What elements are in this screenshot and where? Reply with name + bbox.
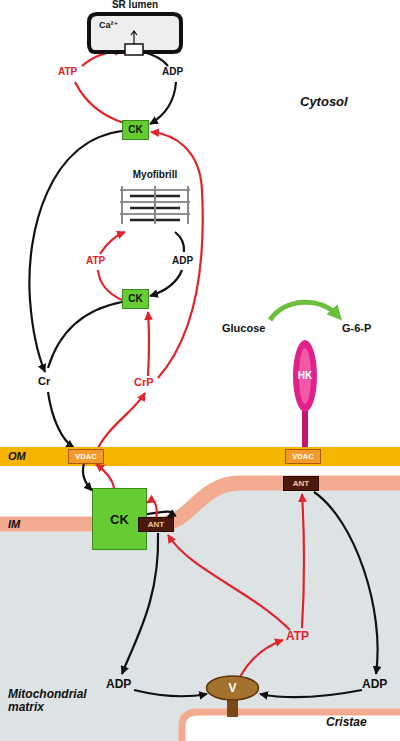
text-label: IM [8,518,20,530]
z-line [121,186,123,224]
node-text: HK [292,371,318,381]
adp-arrow [260,690,362,697]
phosphocreatine-arrow [151,132,203,378]
atp-arrow [75,82,124,123]
text-label: ATP [286,630,309,643]
phosphocreatine-arrow [98,393,145,448]
atp-arrow [240,640,283,677]
creatine-arrow [48,302,122,368]
node-text: CK [128,125,142,135]
vdac-channel: VDAC [68,449,104,464]
adp-arrow [143,52,168,66]
node-text: VDAC [75,453,96,461]
text-label: Mitochondrial matrix [8,688,100,714]
node-text: SR lumen [85,0,185,10]
connector-arrow [83,464,92,491]
text-label: ADP [362,678,387,691]
text-label: ATP [86,255,105,266]
hk-shape [292,338,318,449]
atp-arrow [302,494,304,628]
atp-arrow [168,535,290,630]
text-label: G-6-P [342,322,371,334]
text-label: Cr [38,375,50,387]
text-label: Glucose [222,322,265,334]
atp-synthase: V [205,675,260,717]
hk-body [293,340,317,412]
vdac-channel: VDAC [285,449,321,464]
node-text: CK [110,513,129,526]
node-text: ANT [148,521,164,529]
text-label: ADP [162,66,183,77]
adp-arrow [150,270,182,296]
adp-arrow [134,690,207,696]
inner-membrane-band [0,483,400,524]
node-text: CK [128,294,142,304]
glucose-arrow [270,302,338,320]
calcium-pump [125,44,143,55]
connector-arrow [147,501,157,517]
connector-arrow [96,464,114,488]
node-text: OM [8,451,26,462]
text-label: Cristae [326,716,367,729]
adp-arrow [175,232,184,252]
myofibril: Myofibrill [112,170,198,230]
atp-arrow [98,270,122,300]
text-label: ATP [58,66,77,77]
node-text: Ca²⁺ [99,21,118,30]
hk-anchor [302,410,308,449]
kinase-box: CK [122,289,149,309]
z-line [154,186,156,224]
matrix-area [0,483,400,741]
sr-lumen: SR lumenCa²⁺ [85,0,185,56]
text-label: ADP [106,678,131,691]
adp-arrow [122,533,158,674]
adp-arrow [314,492,378,674]
atp-arrow [100,232,125,254]
text-label: Cytosol [300,95,348,109]
outer-membrane-band: OM VDAC VDAC [0,447,400,466]
text-label: ADP [172,255,193,266]
kinase-box: CK [122,120,149,140]
ant-transporter: ANT [138,517,174,532]
z-line [187,186,189,224]
node-text: VDAC [292,453,313,461]
node-text: V [205,682,260,694]
node-text: ANT [293,480,309,488]
calcium-flux [131,31,137,44]
creatine-arrow [29,131,122,372]
phosphocreatine-arrow [148,312,149,376]
cristae-space [182,712,400,741]
hexokinase: HK [292,338,318,449]
adp-arrow [150,82,176,124]
ant-transporter: ANT [283,476,319,491]
text-label: CrP [134,376,154,388]
node-text: Myofibrill [112,170,198,180]
creatine-arrow [48,392,74,448]
